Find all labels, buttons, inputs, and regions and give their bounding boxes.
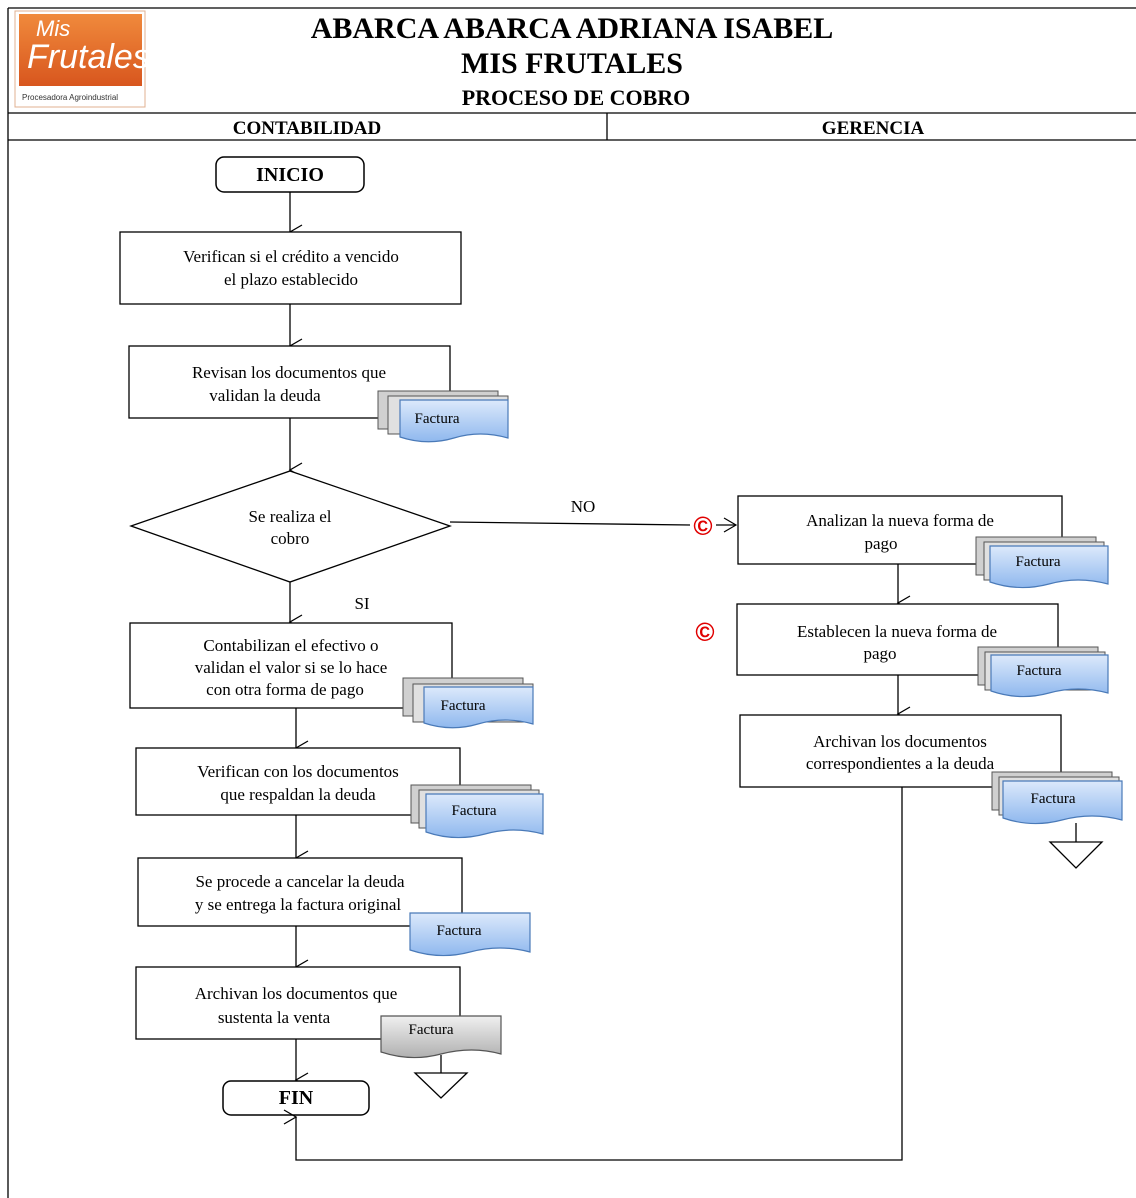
step-line: Contabilizan el efectivo o — [203, 636, 378, 655]
branch-si-label: SI — [354, 594, 369, 613]
document-factura: Factura — [991, 771, 1123, 825]
step-line: el plazo establecido — [224, 270, 358, 289]
document-factura: Factura — [975, 536, 1109, 589]
archive-triangle — [413, 1055, 469, 1099]
document-factura: Factura — [410, 784, 544, 839]
logo-tagline: Procesadora Agroindustrial — [22, 93, 118, 102]
document-label: Factura — [441, 698, 486, 714]
page-title: ABARCA ABARCA ADRIANA ISABEL — [311, 12, 834, 45]
step-line: Verifican si el crédito a vencido — [183, 247, 399, 266]
end-label: FIN — [279, 1087, 314, 1109]
step-line: Analizan la nueva forma de — [806, 511, 994, 530]
decision-line: Se realiza el — [248, 507, 331, 526]
step-line: Verifican con los documentos — [197, 762, 399, 781]
company-logo: Mis Frutales Procesadora Agroindustrial — [14, 10, 150, 108]
process-archive-sale: Archivan los documentos que sustenta la … — [135, 966, 461, 1040]
return-connector — [283, 787, 903, 1161]
lane-gerencia: GERENCIA — [822, 118, 925, 139]
step-line: sustenta la venta — [218, 1008, 331, 1027]
document-label: Factura — [1031, 791, 1076, 807]
step-line: Establecen la nueva forma de — [797, 622, 997, 641]
process-verify-documents: Verifican con los documentos que respald… — [135, 747, 461, 816]
step-line: Se procede a cancelar la deuda — [195, 872, 405, 891]
document-factura: Factura — [402, 677, 534, 729]
logo-word-1: Mis — [36, 16, 70, 41]
branch-no-label: NO — [571, 497, 596, 516]
start-terminal: INICIO — [215, 156, 365, 193]
process-name: PROCESO DE COBRO — [462, 85, 691, 110]
page-frame — [7, 7, 1136, 1198]
document-label: Factura — [1016, 554, 1061, 570]
decision-line: cobro — [271, 529, 310, 548]
document-factura: Factura — [377, 390, 509, 443]
step-line: pago — [864, 534, 897, 553]
company-name: MIS FRUTALES — [461, 47, 683, 80]
document-factura: Factura — [977, 646, 1109, 698]
document-label: Factura — [452, 803, 497, 819]
step-line: con otra forma de pago — [206, 680, 364, 699]
end-terminal: FIN — [222, 1080, 370, 1116]
branch-no-line — [449, 521, 691, 526]
start-label: INICIO — [256, 164, 324, 186]
process-archive-documents: Archivan los documentos correspondientes… — [739, 714, 1062, 788]
decision-collection: Se realiza el cobro — [129, 470, 452, 583]
step-line: Archivan los documentos que — [195, 984, 398, 1003]
step-line: que respaldan la deuda — [220, 785, 376, 804]
process-verify-credit: Verifican si el crédito a vencido el pla… — [119, 231, 462, 305]
step-line: pago — [863, 644, 896, 663]
archive-triangle — [1048, 823, 1104, 869]
step-line: y se entrega la factura original — [195, 895, 402, 914]
document-label: Factura — [415, 411, 460, 427]
control-icon: © — [695, 617, 714, 647]
process-record-cash: Contabilizan el efectivo o validan el va… — [129, 622, 453, 709]
logo-word-2: Frutales — [27, 38, 150, 76]
step-line: validan el valor si se lo hace — [195, 658, 388, 677]
step-line: Archivan los documentos — [813, 732, 987, 751]
document-label: Factura — [437, 923, 482, 939]
lane-contabilidad: CONTABILIDAD — [233, 118, 382, 139]
process-cancel-debt: Se procede a cancelar la deuda y se entr… — [137, 857, 463, 927]
document-label: Factura — [409, 1022, 454, 1038]
step-line: Revisan los documentos que — [192, 363, 386, 382]
control-icon: © — [693, 511, 712, 541]
document-factura-archived: Factura — [380, 1015, 502, 1059]
document-label: Factura — [1017, 663, 1062, 679]
step-line: validan la deuda — [209, 386, 321, 405]
step-line: correspondientes a la deuda — [806, 754, 995, 773]
document-factura: Factura — [409, 912, 531, 957]
